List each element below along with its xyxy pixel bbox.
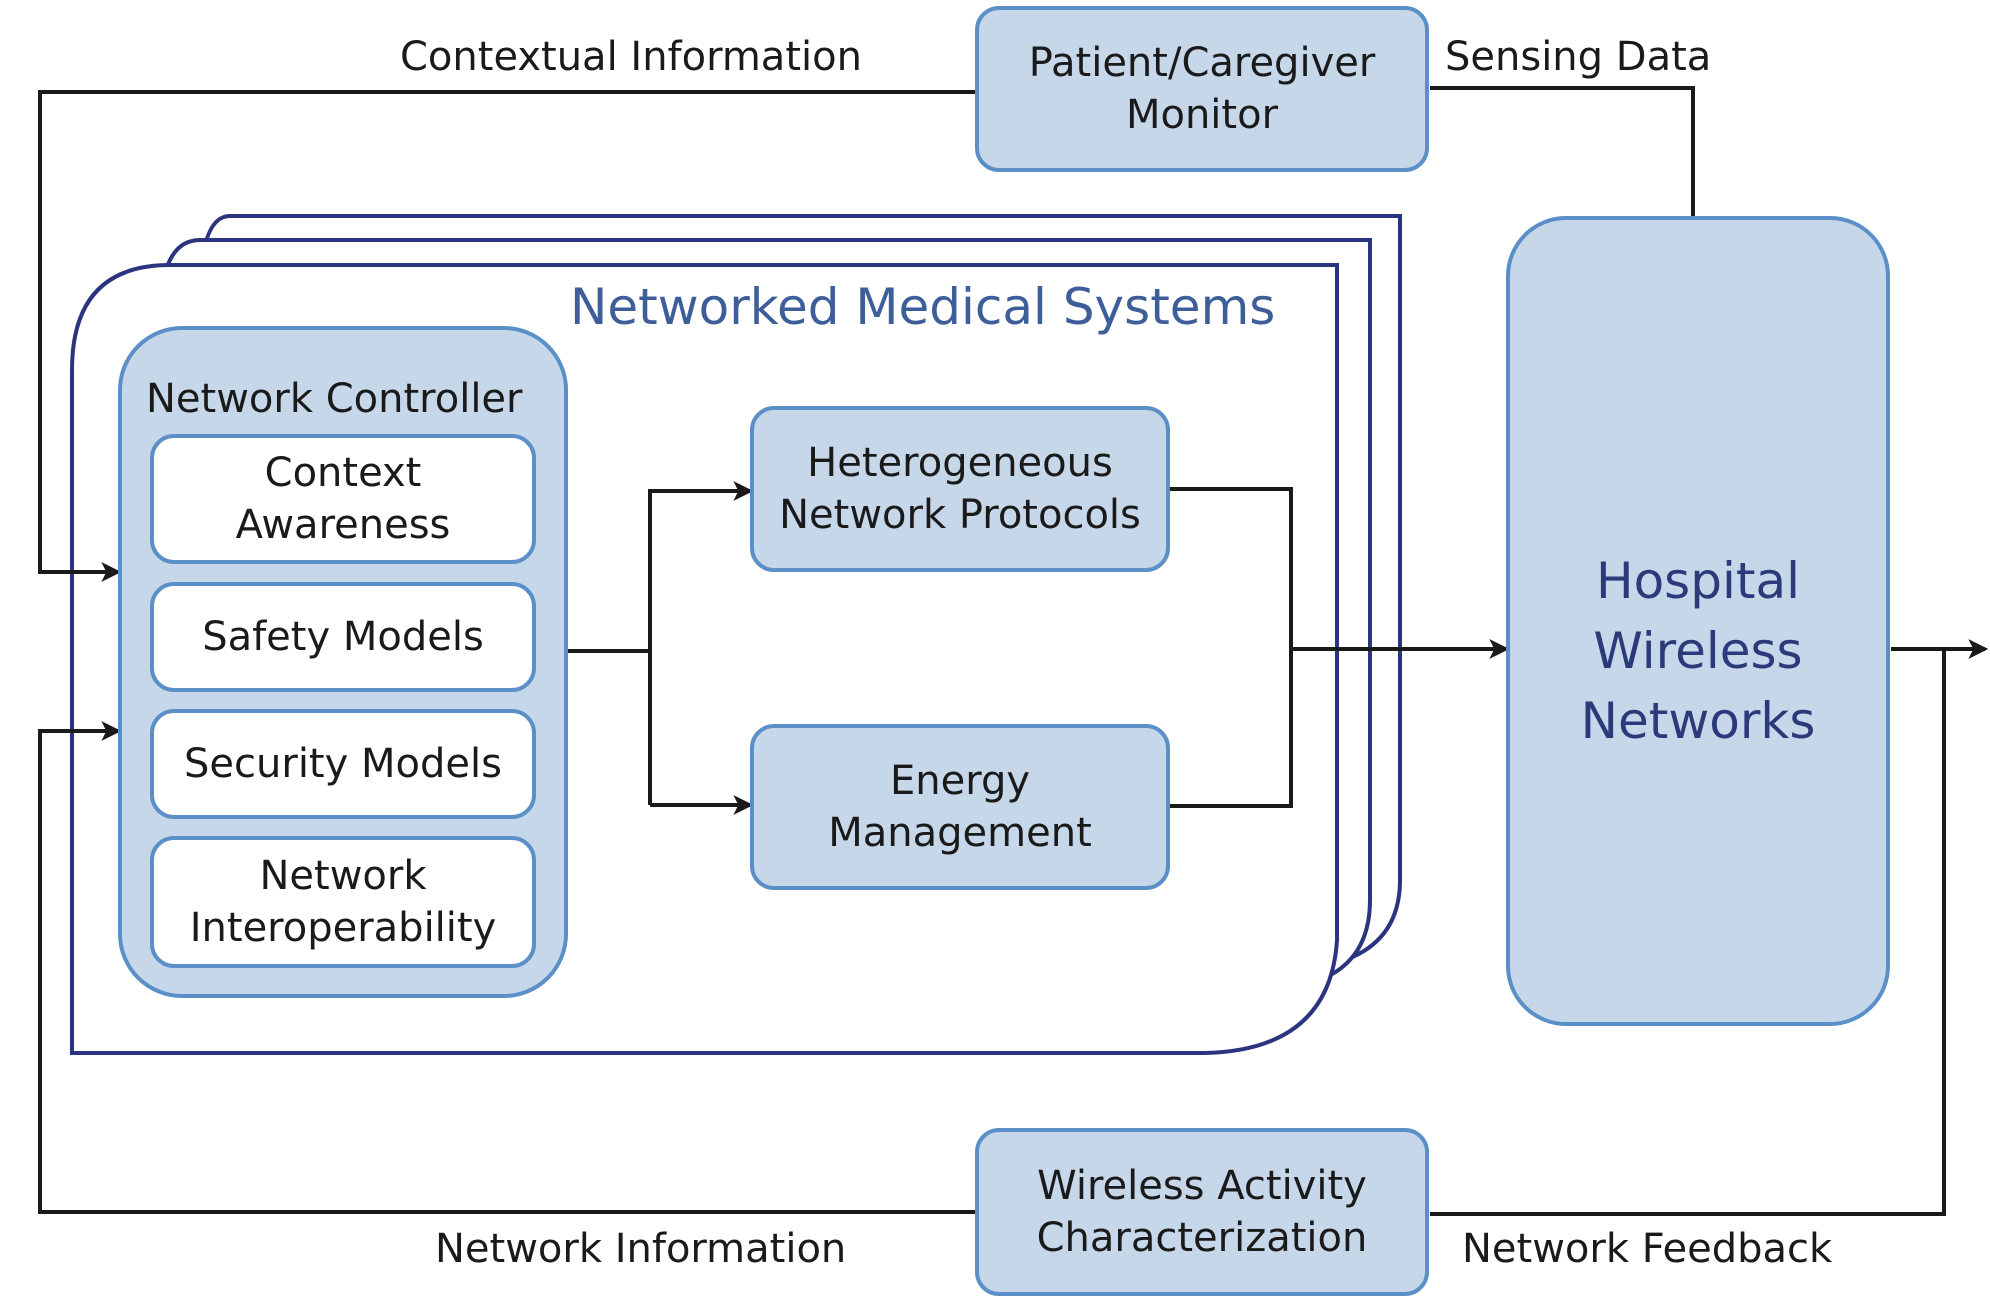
contextual-information-arrow — [38, 90, 975, 582]
network-information-label: Network Information — [435, 1226, 847, 1272]
network-interoperability-text: Network Interoperability — [189, 853, 497, 951]
network-interoperability-box — [150, 836, 536, 968]
sensing-data-label: Sensing Data — [1445, 34, 1712, 80]
energy-management-text: Energy Management — [828, 758, 1092, 856]
security-models-text: Security Models — [184, 741, 502, 787]
safety-models-text: Safety Models — [202, 614, 484, 660]
contextual-information-label: Contextual Information — [400, 34, 862, 80]
networked-medical-systems-title: Networked Medical Systems — [570, 278, 1276, 336]
wireless-activity-characterization-text: Wireless Activity Characterization — [1036, 1163, 1368, 1261]
context-awareness-text: Context Awareness — [235, 450, 451, 548]
controller-to-heterogeneous-arrow — [648, 481, 754, 805]
network-feedback-line — [1430, 649, 1946, 1216]
network-feedback-label: Network Feedback — [1462, 1226, 1833, 1272]
hospital-wireless-networks-box — [1506, 216, 1890, 1026]
network-information-arrow — [38, 721, 977, 1214]
security-models-box — [150, 709, 536, 819]
energy-management-box — [750, 724, 1170, 890]
context-awareness-box — [150, 434, 536, 564]
wireless-activity-characterization-box — [975, 1128, 1429, 1296]
network-controller-label: Network Controller — [146, 376, 523, 422]
patient-caregiver-monitor-box — [975, 6, 1429, 172]
heterogeneous-network-protocols-text: Heterogeneous Network Protocols — [779, 440, 1141, 538]
heterogeneous-network-protocols-box — [750, 406, 1170, 572]
sensing-data-line — [1430, 86, 1695, 218]
patient-caregiver-monitor-text: Patient/Caregiver Monitor — [1028, 40, 1376, 138]
hospital-wireless-networks-text: Hospital Wireless Networks — [1580, 552, 1816, 750]
safety-models-box — [150, 582, 536, 692]
